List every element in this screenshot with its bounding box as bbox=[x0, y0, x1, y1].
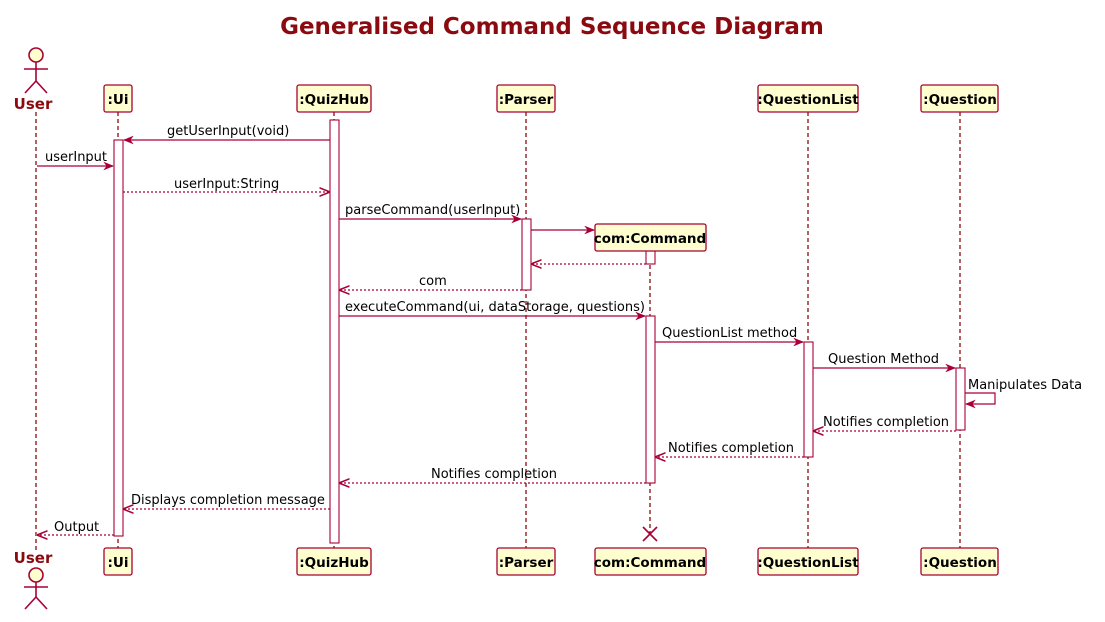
participant-questionlist-bottom: :QuestionList bbox=[757, 547, 859, 576]
participant-quizhub-top: :QuizHub bbox=[296, 84, 372, 113]
participant-parser-top: :Parser bbox=[496, 84, 556, 113]
diagram-title: Generalised Command Sequence Diagram bbox=[280, 14, 824, 40]
participant-command-bottom: com:Command bbox=[594, 547, 707, 576]
activation-question bbox=[955, 367, 966, 431]
participant-box bbox=[103, 84, 133, 113]
participant-box bbox=[496, 547, 556, 576]
participant-box bbox=[757, 84, 859, 113]
activation-parser bbox=[521, 218, 532, 291]
participant-command-label: com:Command bbox=[594, 231, 706, 247]
participant-quizhub-label: :QuizHub bbox=[299, 92, 369, 108]
actor-head bbox=[28, 567, 44, 583]
participant-quizhub-bottom: :QuizHub bbox=[296, 547, 372, 576]
message-label-6: com bbox=[419, 274, 447, 289]
actor-user-bottom: User bbox=[14, 549, 53, 610]
actor-user-top: User bbox=[14, 47, 53, 113]
participant-ui-label: :Ui bbox=[108, 555, 129, 571]
message-label-3: parseCommand(userInput) bbox=[345, 203, 520, 218]
message-label-7: executeCommand(ui, dataStorage, question… bbox=[345, 300, 645, 315]
participant-box bbox=[594, 223, 707, 252]
actor-leg-right bbox=[35, 80, 48, 94]
message-label-8: QuestionList method bbox=[662, 326, 797, 341]
actor-leg-right bbox=[35, 596, 48, 610]
participant-parser-label: :Parser bbox=[499, 555, 554, 571]
participant-question-label: :Question bbox=[923, 555, 997, 571]
activation-command bbox=[645, 315, 656, 484]
participant-box bbox=[757, 547, 859, 576]
activation-ui bbox=[113, 139, 124, 537]
participant-question-label: :Question bbox=[923, 92, 997, 108]
participant-box bbox=[920, 84, 999, 113]
message-label-1: userInput bbox=[45, 150, 107, 165]
activation-quizhub bbox=[329, 119, 340, 544]
participant-box bbox=[496, 84, 556, 113]
participant-question-bottom: :Question bbox=[920, 547, 999, 576]
participant-box bbox=[296, 84, 372, 113]
participant-parser-bottom: :Parser bbox=[496, 547, 556, 576]
message-arrow-10 bbox=[964, 392, 996, 409]
message-label-0: getUserInput(void) bbox=[167, 124, 289, 139]
actor-head bbox=[28, 47, 44, 63]
participant-questionlist-label: :QuestionList bbox=[757, 92, 859, 108]
message-label-15: Output bbox=[54, 520, 99, 535]
participant-box bbox=[296, 547, 372, 576]
participant-box bbox=[594, 547, 707, 576]
message-label-11: Notifies completion bbox=[823, 415, 949, 430]
message-label-14: Displays completion message bbox=[131, 493, 325, 508]
actor-user-label-top: User bbox=[14, 95, 53, 113]
participant-parser-label: :Parser bbox=[499, 92, 554, 108]
participant-questionlist-label: :QuestionList bbox=[757, 555, 859, 571]
participant-question-top: :Question bbox=[920, 84, 999, 113]
actor-leg-left bbox=[24, 80, 37, 94]
participant-ui-label: :Ui bbox=[108, 92, 129, 108]
activation-questionlist bbox=[803, 341, 814, 458]
participant-box bbox=[103, 547, 133, 576]
message-label-13: Notifies completion bbox=[431, 467, 557, 482]
actor-leg-left bbox=[24, 596, 37, 610]
participant-command-label: com:Command bbox=[594, 555, 706, 571]
participant-quizhub-label: :QuizHub bbox=[299, 555, 369, 571]
message-label-2: userInput:String bbox=[174, 177, 279, 192]
message-label-10: Manipulates Data bbox=[968, 378, 1082, 393]
participant-ui-bottom: :Ui bbox=[103, 547, 133, 576]
participant-ui-top: :Ui bbox=[103, 84, 133, 113]
participant-questionlist-top: :QuestionList bbox=[757, 84, 859, 113]
destroy-stroke-b bbox=[642, 526, 658, 542]
destroy-marker bbox=[642, 526, 658, 542]
activation-command-init bbox=[645, 250, 656, 265]
actor-user-label-bottom: User bbox=[14, 549, 53, 567]
message-label-9: Question Method bbox=[828, 352, 939, 367]
message-label-12: Notifies completion bbox=[668, 441, 794, 456]
participant-box bbox=[920, 547, 999, 576]
participant-command-created: com:Command bbox=[594, 223, 707, 252]
